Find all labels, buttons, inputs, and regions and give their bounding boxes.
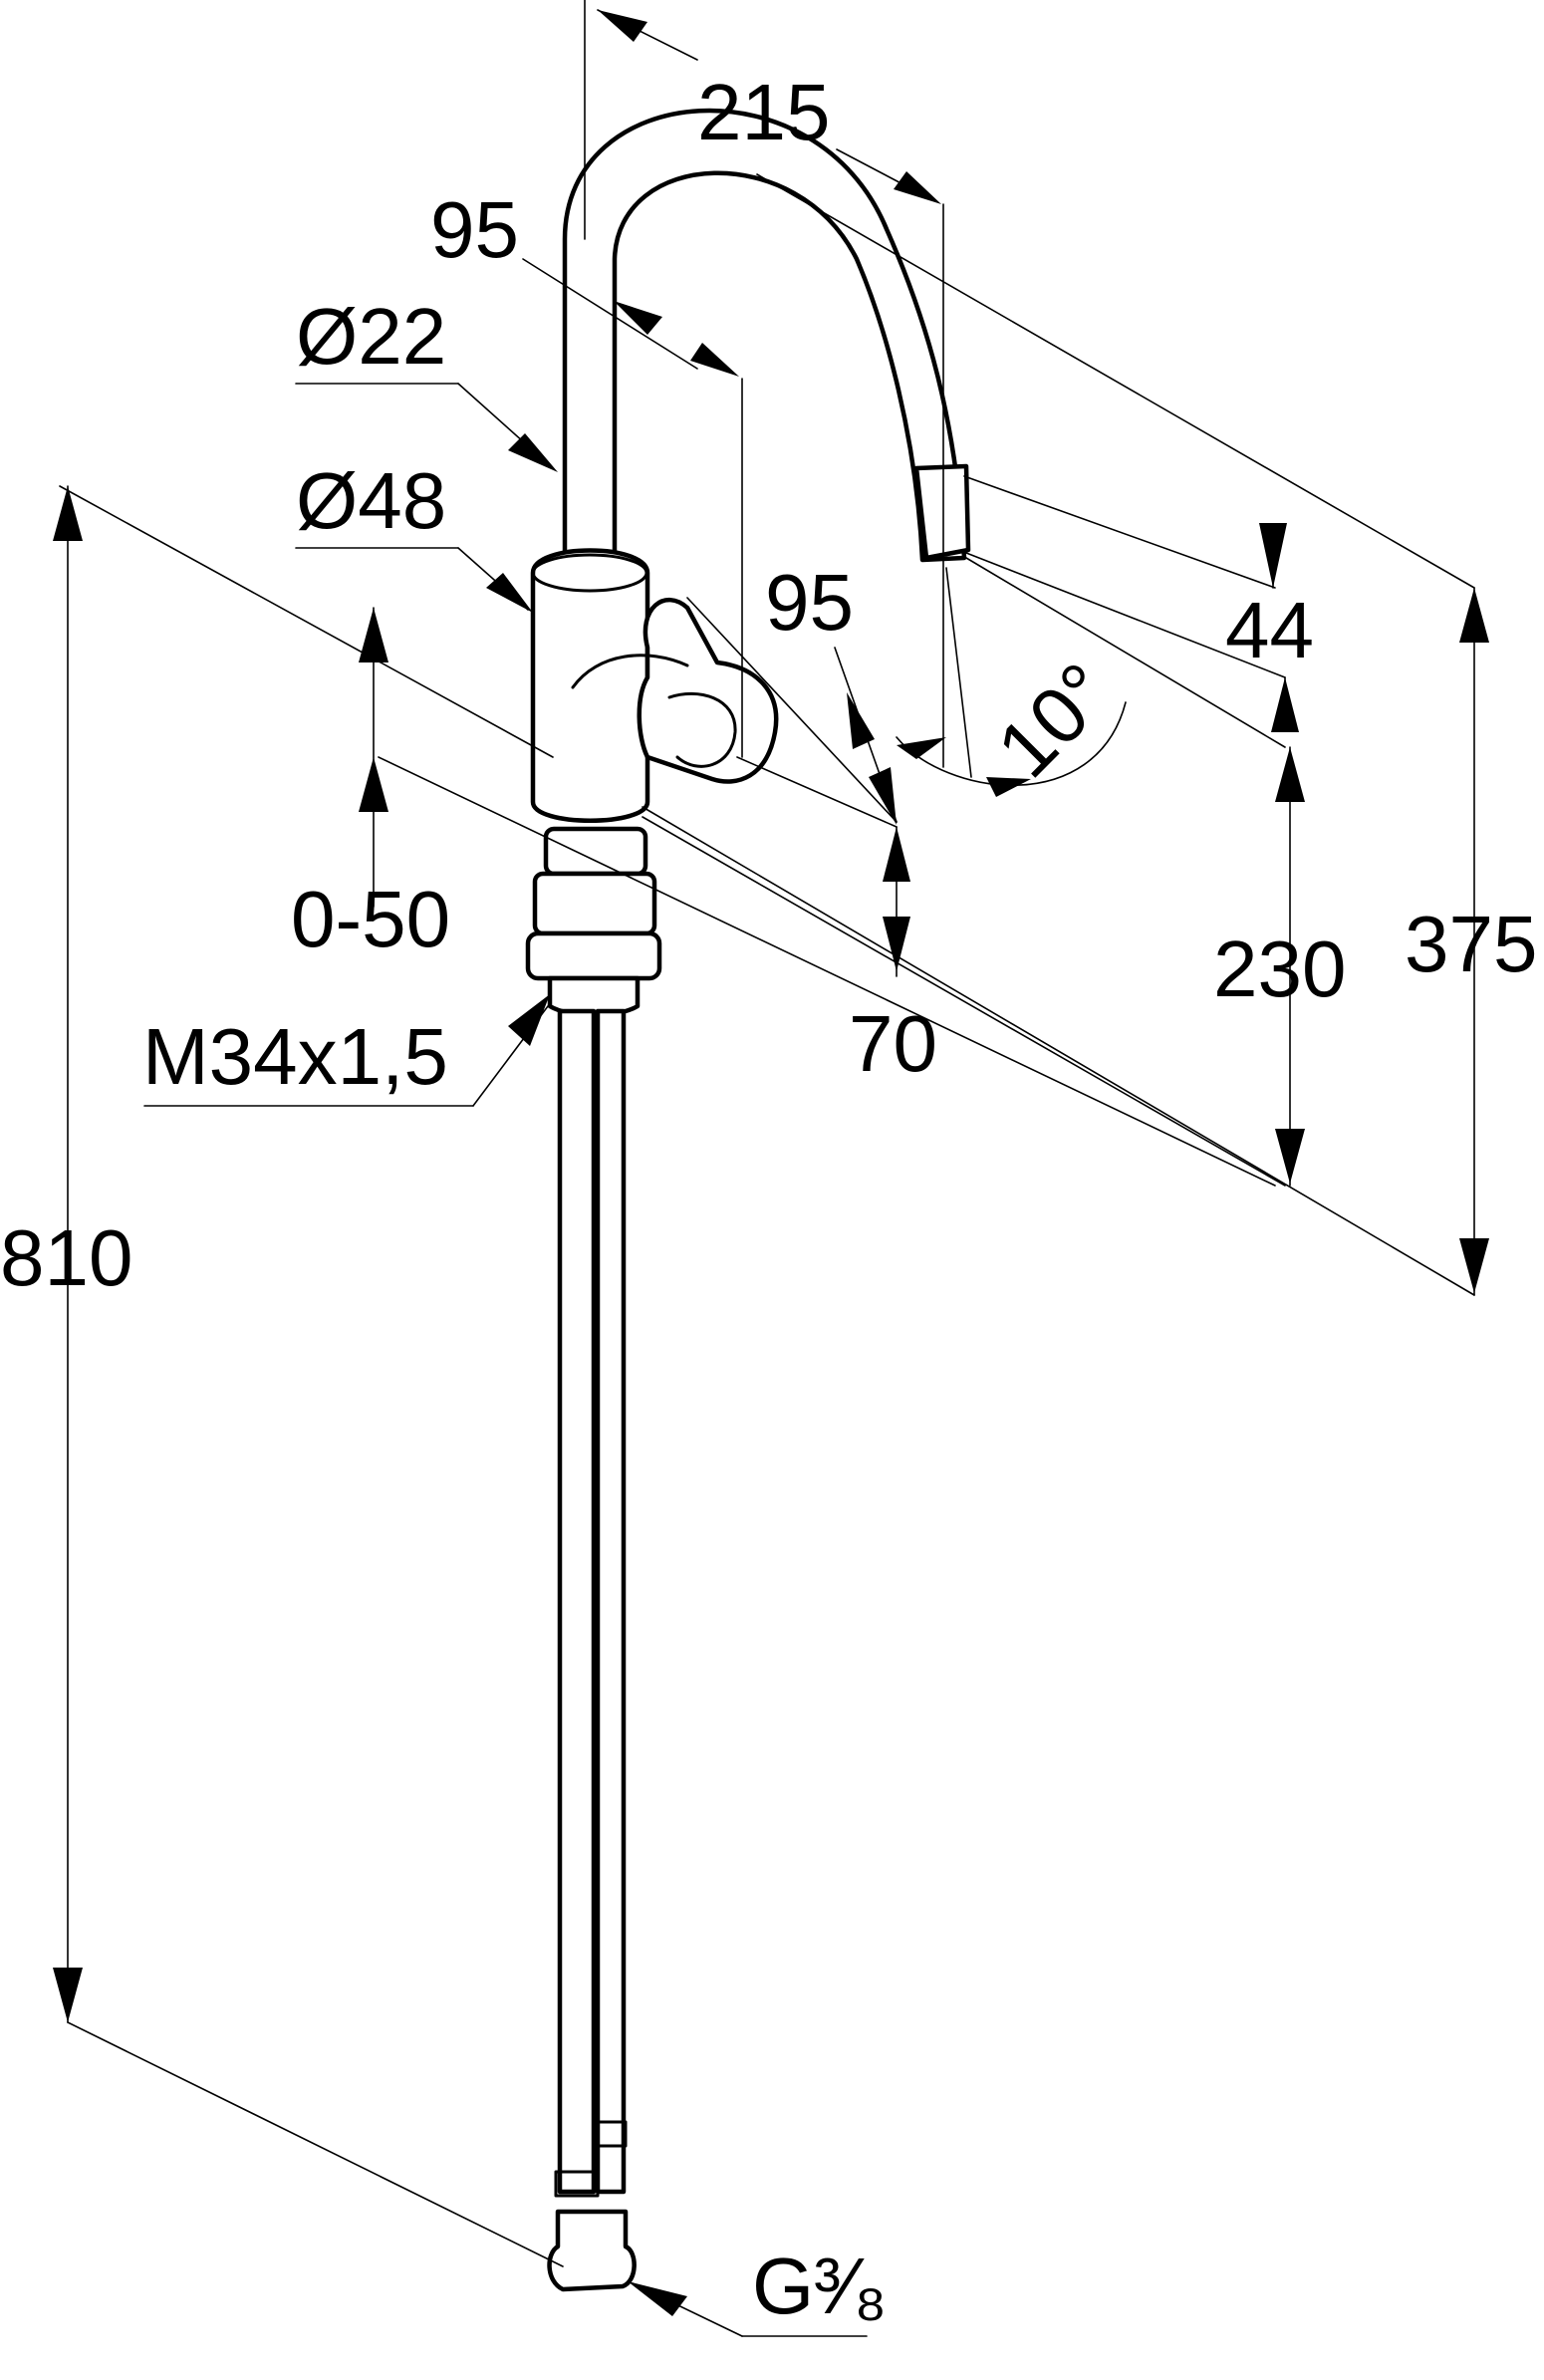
fixing-nut-lower [525, 930, 662, 981]
dim-thread: M34x1,5 [142, 1012, 448, 1101]
supply-hose-right [595, 1008, 627, 2195]
lever-detail [571, 654, 737, 768]
lever-handle [637, 597, 779, 784]
hose-crimp-left [554, 2170, 600, 2198]
dim-handle-height: 70 [849, 999, 937, 1088]
fixing-nut-upper [543, 826, 648, 877]
fixing-nut-middle [532, 871, 657, 936]
dim-outlet-height-offset: 44 [1225, 586, 1314, 674]
arrowheads [53, 10, 1489, 2316]
body-top-cap [531, 553, 648, 593]
dim-spout-height: 230 [1213, 925, 1346, 1013]
dim-spout-diameter: Ø22 [296, 292, 446, 381]
dimension-labels: 215 95 Ø22 Ø48 95 0-50 M34x1,5 70 44 10°… [0, 68, 1537, 2330]
dimension-lines [59, 0, 1475, 2337]
dim-adjustment-range: 0-50 [291, 875, 450, 963]
dim-total-height: 375 [1405, 900, 1537, 988]
dim-spout-upper-offset: 95 [430, 185, 519, 274]
dim-outlet-angle: 10° [980, 647, 1128, 794]
spout-outlet [913, 463, 971, 561]
supply-hose-left [557, 1008, 597, 2195]
dim-handle-offset: 95 [765, 558, 854, 647]
dim-connection-thread: G³⁄₈ [752, 2242, 887, 2330]
hose-crimp-right [594, 2120, 628, 2148]
dim-spout-reach: 215 [697, 68, 830, 156]
faucet [525, 108, 971, 2292]
dim-overall-length: 810 [0, 1213, 132, 1302]
hose-connector [547, 2209, 637, 2292]
dim-body-diameter: Ø48 [296, 456, 446, 545]
